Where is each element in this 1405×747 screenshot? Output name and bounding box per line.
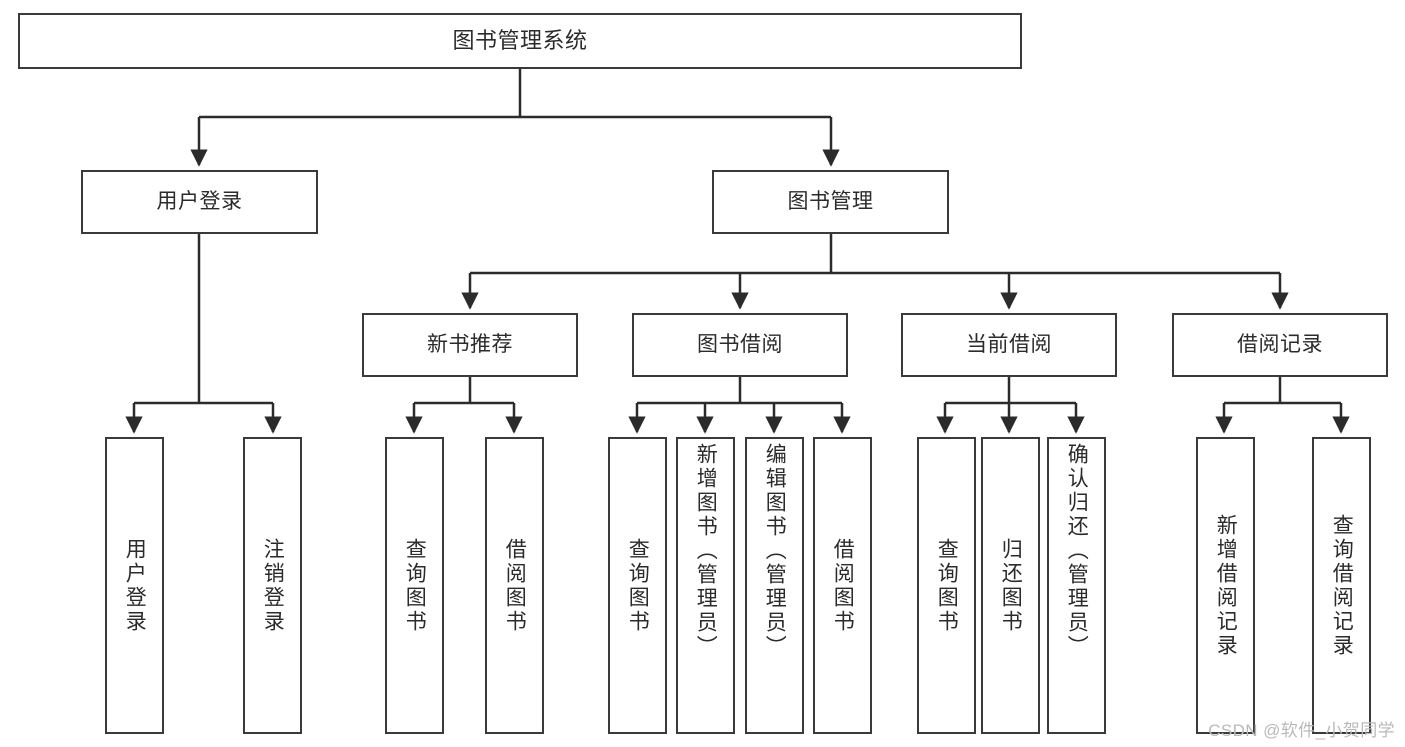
node-label: 注销登录 bbox=[261, 537, 285, 634]
leaf-current-borrow-return-book[interactable]: 归还图书 bbox=[981, 437, 1040, 734]
node-book-borrow[interactable]: 图书借阅 bbox=[632, 313, 848, 377]
node-label: 新增借阅记录 bbox=[1214, 513, 1238, 658]
watermark-csdn: CSDN @软件_小贺同学 bbox=[1208, 721, 1395, 740]
node-label: 归还图书 bbox=[999, 537, 1023, 634]
node-label: 借阅图书 bbox=[831, 537, 855, 634]
node-borrow-record[interactable]: 借阅记录 bbox=[1172, 313, 1388, 377]
leaf-new-book-query-book[interactable]: 查询图书 bbox=[385, 437, 444, 734]
node-root-book-management-system[interactable]: 图书管理系统 bbox=[18, 13, 1022, 69]
node-label: 用户登录 bbox=[156, 189, 243, 213]
node-new-book-recommend[interactable]: 新书推荐 bbox=[362, 313, 578, 377]
leaf-user-login-logout[interactable]: 注销登录 bbox=[243, 437, 302, 734]
leaf-current-borrow-query-book[interactable]: 查询图书 bbox=[917, 437, 976, 734]
node-book-management[interactable]: 图书管理 bbox=[712, 170, 949, 234]
leaf-new-book-borrow-book[interactable]: 借阅图书 bbox=[485, 437, 544, 734]
node-current-borrow[interactable]: 当前借阅 bbox=[901, 313, 1117, 377]
leaf-book-borrow-query-book[interactable]: 查询图书 bbox=[608, 437, 667, 734]
leaf-book-borrow-add-book-admin[interactable]: 新增图书（管理员） bbox=[676, 437, 735, 734]
node-label: 查询图书 bbox=[935, 537, 959, 634]
node-label: 确认归还（管理员） bbox=[1065, 443, 1089, 659]
leaf-borrow-record-add-record[interactable]: 新增借阅记录 bbox=[1196, 437, 1255, 734]
leaf-current-borrow-confirm-return-admin[interactable]: 确认归还（管理员） bbox=[1047, 437, 1106, 734]
node-label: 当前借阅 bbox=[966, 332, 1052, 356]
node-user-login[interactable]: 用户登录 bbox=[81, 170, 318, 234]
leaf-borrow-record-query-record[interactable]: 查询借阅记录 bbox=[1312, 437, 1371, 734]
node-label: 新增图书（管理员） bbox=[694, 443, 718, 659]
node-label: 编辑图书（管理员） bbox=[763, 443, 787, 659]
node-label: 查询借阅记录 bbox=[1330, 513, 1354, 658]
node-label: 图书管理系统 bbox=[452, 28, 588, 54]
node-label: 新书推荐 bbox=[427, 332, 513, 356]
leaf-book-borrow-edit-book-admin[interactable]: 编辑图书（管理员） bbox=[745, 437, 804, 734]
node-label: 用户登录 bbox=[123, 537, 147, 634]
node-label: 借阅图书 bbox=[503, 537, 527, 634]
node-label: 查询图书 bbox=[626, 537, 650, 634]
leaf-user-login-login[interactable]: 用户登录 bbox=[105, 437, 164, 734]
node-label: 借阅记录 bbox=[1237, 332, 1323, 356]
node-label: 图书管理 bbox=[787, 189, 874, 213]
leaf-book-borrow-borrow-book[interactable]: 借阅图书 bbox=[813, 437, 872, 734]
node-label: 图书借阅 bbox=[697, 332, 783, 356]
node-label: 查询图书 bbox=[403, 537, 427, 634]
